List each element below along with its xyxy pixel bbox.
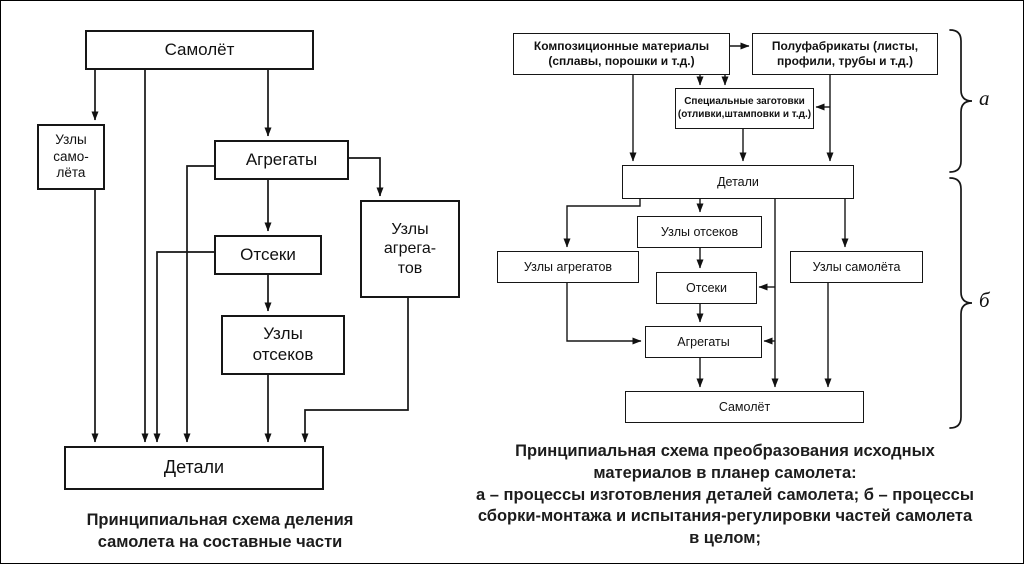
stage-brackets <box>949 29 973 429</box>
arrow-aggregate-units-to-aggregates <box>566 281 642 345</box>
node-parts: Детали <box>64 446 324 490</box>
node-aircraft: Самолёт <box>85 30 314 70</box>
arrow-parts-to-aggregate-units <box>563 197 641 248</box>
node-composite-materials: Композиционные материалы (сплавы, порошк… <box>513 33 730 75</box>
bracket-b-brace <box>949 177 973 429</box>
node-aircraft-r: Самолёт <box>625 391 864 423</box>
arrow-aggregates-to-aggregate-units <box>345 157 384 197</box>
node-compartment-units: Узлы отсеков <box>221 315 345 375</box>
node-parts-r: Детали <box>622 165 854 199</box>
node-aggregates-r: Агрегаты <box>645 326 762 358</box>
node-special-blanks: Специальные заготовки (отливки,штамповки… <box>675 88 814 129</box>
node-semifinished-products: Полуфабрикаты (листы, профили, трубы и т… <box>752 33 938 75</box>
arrow-aggregates-to-parts <box>183 165 214 443</box>
node-compartment-units-r: Узлы отсеков <box>637 216 762 248</box>
node-aggregates: Агрегаты <box>214 140 349 180</box>
node-aggregate-units: Узлы агрега- тов <box>360 200 460 298</box>
node-compartments: Отсеки <box>214 235 322 275</box>
node-compartments-r: Отсеки <box>656 272 757 304</box>
right-diagram-caption: Принципиальная схема преобразования исхо… <box>476 442 974 548</box>
bracket-b-label: б <box>979 288 990 312</box>
node-aircraft-units: Узлы само- лёта <box>37 124 105 190</box>
arrow-compartments-to-parts <box>153 251 214 443</box>
node-aircraft-units-r: Узлы самолёта <box>790 251 923 283</box>
bracket-a-label: а <box>979 86 990 110</box>
node-aggregate-units-r: Узлы агрегатов <box>497 251 639 283</box>
bracket-a-brace <box>949 29 973 173</box>
left-diagram-caption: Принципиальная схема деления самолета на… <box>86 511 354 551</box>
